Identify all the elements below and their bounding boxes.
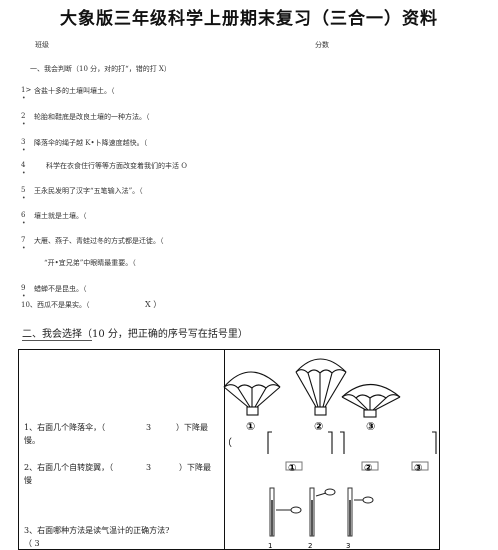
page-title: 大象版三年级科学上册期末复习（三合一）资料 xyxy=(60,9,438,29)
list-item: 王永民发明了汉字“五笔输入法”。（ xyxy=(34,187,143,195)
parachutes-illustration: ① ② ③ xyxy=(223,358,401,433)
question-answer: 3 xyxy=(146,423,152,432)
bullet-dot: • xyxy=(22,220,26,227)
rotor-label-1: ① xyxy=(288,463,296,472)
thermometers-illustration: 1 2 3 xyxy=(268,487,374,550)
item-number: 2 xyxy=(21,112,26,120)
rotor-label-2: ② xyxy=(364,463,372,472)
list-item: 含盐十多的土壤叫壤土。（ xyxy=(34,87,115,95)
eye-icon xyxy=(276,488,374,514)
parachute-label-3: ③ xyxy=(366,420,375,433)
question-tail: ）下降最 xyxy=(179,463,211,472)
question-tail2: （ 3 xyxy=(24,539,40,548)
parachute-label-1: ① xyxy=(246,420,255,433)
bullet-dot: • xyxy=(22,293,26,300)
parachute-3 xyxy=(341,384,401,418)
item-number: 6 xyxy=(21,211,26,219)
left-paren: （ xyxy=(222,437,232,449)
item-number: 1> xyxy=(21,86,32,94)
list-item: “开•宜兄弟”中眼睛最重要。（ xyxy=(44,259,136,267)
question-3: 3、右面哪种方法是读气温计的正确方法? （ 3 xyxy=(24,524,214,550)
item-number: 5 xyxy=(21,186,26,194)
bullet-dot: • xyxy=(22,245,26,252)
question-tail2: 慢。 xyxy=(24,436,40,445)
item-number: 3 xyxy=(21,138,26,146)
class-label: 班级 xyxy=(35,41,49,49)
question-2: 2、右面几个自转旋翼，（ 3 ）下降最 慢 xyxy=(24,461,214,487)
bullet-dot: • xyxy=(22,147,26,154)
thermo-label-2: 2 xyxy=(308,542,312,550)
question-text: 2、右面几个自转旋翼，（ xyxy=(24,463,114,472)
question-text: 1、右面几个降落伞，（ xyxy=(24,423,106,432)
question-answer: 3 xyxy=(146,463,152,472)
thermo-label-1: 1 xyxy=(268,542,272,550)
section2-heading: 二、我会选择（10 分，把正确的序号写在括号里） xyxy=(22,325,248,341)
question-tail2: 慢 xyxy=(24,476,32,485)
list-item: 蜡蝉不是昆虫。（ xyxy=(34,285,87,293)
parachute-label-2: ② xyxy=(314,420,323,433)
list-item: 大雁、燕子、青蛙过冬的方式都是迁徙。（ xyxy=(34,237,164,245)
section2-heading-rest: 10 分，把正确的序号写在括号里） xyxy=(92,329,248,340)
parachute-1 xyxy=(223,371,281,416)
left-cell xyxy=(18,349,225,550)
question-tail: ）下降最 xyxy=(176,423,208,432)
item-number: 4 xyxy=(21,161,26,169)
list-item: 壤土就是土壤。（ xyxy=(34,212,87,220)
list-item: 科学在衣食住行等等方面改变着我们的丰活 O xyxy=(46,162,187,170)
question-text: 3、右面哪种方法是读气温计的正确方法? xyxy=(24,526,170,535)
question-1: 1、右面几个降落伞，（ 3 ）下降最 慢。 xyxy=(24,421,214,447)
bullet-dot: • xyxy=(22,95,26,102)
score-label: 分数 xyxy=(315,41,329,49)
rotor-label-3: ③ xyxy=(414,463,422,472)
answer-mark: X ） xyxy=(145,300,162,309)
section2-heading-prefix: 二、我会选择（ xyxy=(22,329,92,341)
rotors-illustration: （ ① ② ③ xyxy=(222,431,437,472)
item-number: 9 xyxy=(21,284,26,292)
bullet-dot: • xyxy=(22,170,26,177)
bullet-dot: • xyxy=(22,195,26,202)
parachute-2 xyxy=(295,358,347,416)
section1-heading: 一、我会判断（10 分，对的打“，错的打 X） xyxy=(30,65,171,73)
thermo-label-3: 3 xyxy=(346,542,350,550)
bullet-dot: • xyxy=(22,121,26,128)
list-item: 轮胎和鞋底是改良土壤的一种方法。（ xyxy=(34,113,150,121)
item-number: 7 xyxy=(21,236,26,244)
item-number: 10、 xyxy=(21,301,37,309)
list-item: 降落伞的绳子越 K•卜降速度越快。（ xyxy=(34,139,148,147)
list-item: 西瓜不是果实。（ xyxy=(37,301,90,309)
